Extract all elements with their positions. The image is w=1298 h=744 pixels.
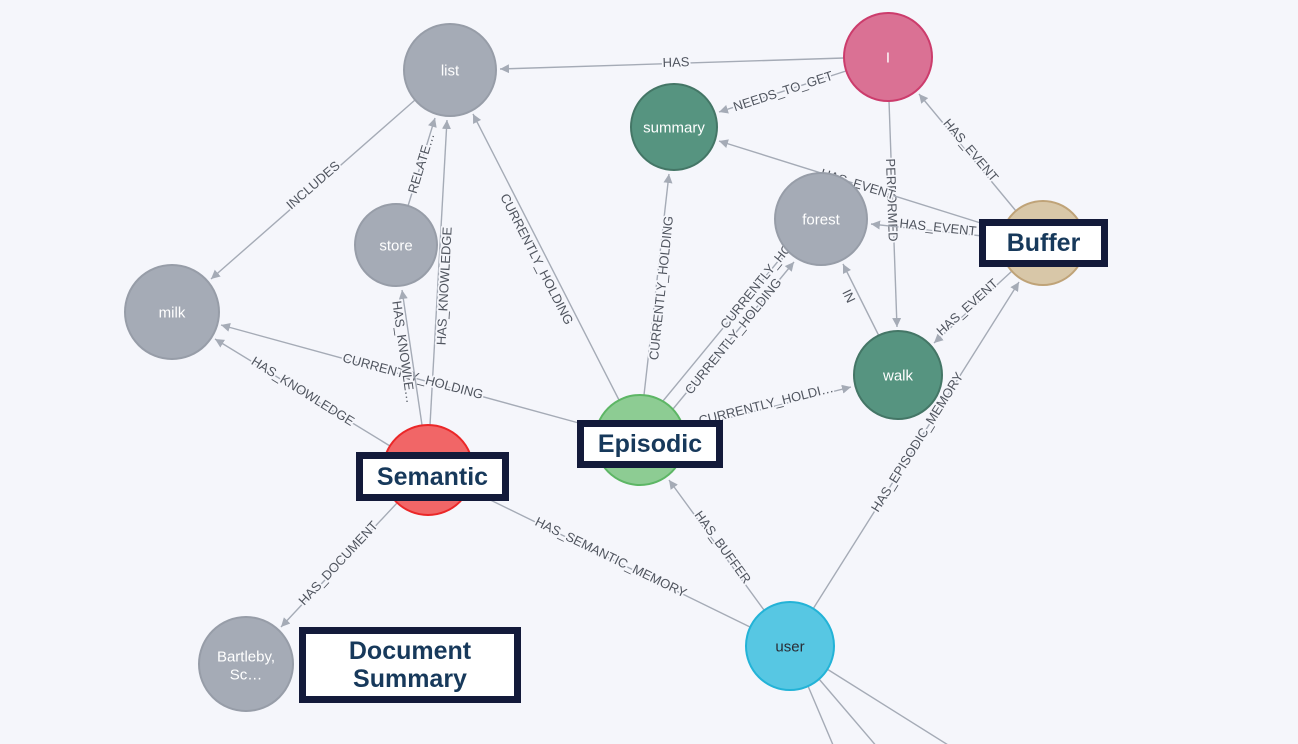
node-forest: forest [774, 172, 868, 266]
node-bartleby: Bartleby,Sc… [198, 616, 294, 712]
edge-line[interactable] [499, 57, 845, 74]
edge-line[interactable] [918, 93, 1017, 212]
node-circle-milk[interactable] [124, 264, 220, 360]
edge-line[interactable] [842, 263, 880, 337]
node-circle-list[interactable] [403, 23, 497, 117]
edge-walk-forest: IN [838, 263, 880, 337]
edge-label: CURRENTLY_HOLDING [646, 215, 676, 361]
node-summary: summary [630, 83, 718, 171]
node-user: user [745, 601, 835, 691]
edge-line[interactable] [280, 502, 398, 628]
edge-episodic-forest-2: CURRENTLY_HOLDING [672, 261, 795, 410]
annotation-document-summary-line1: Document [348, 637, 472, 665]
node-list: list [403, 23, 497, 117]
edge-label: CURRENTLY_HOLDING [682, 275, 785, 397]
node-walk: walk [853, 330, 943, 420]
node-circle-walk[interactable] [853, 330, 943, 420]
node-circle-I[interactable] [843, 12, 933, 102]
edge-label: HAS_SEMANTIC_MEMORY [533, 514, 690, 601]
node-circle-summary[interactable] [630, 83, 718, 171]
edge-episodic-summary: CURRENTLY_HOLDING [643, 173, 678, 396]
edge-label: HAS_KNOWLEDGE [249, 353, 358, 429]
edge-line[interactable] [210, 99, 416, 280]
edge-line[interactable] [398, 289, 423, 426]
edge-line[interactable] [214, 338, 391, 447]
edge-line[interactable] [718, 139, 1004, 231]
edge-label: HAS_EVENT [899, 216, 978, 239]
edge-label: HAS_BUFFER [692, 508, 755, 586]
edge-buffer-walk: HAS_EVENT [932, 270, 1013, 344]
edge-user-buffer: HAS_EPISODIC_MEMORY [812, 281, 1020, 610]
node-store: store [354, 203, 438, 287]
edge-I-summary: NEEDS_TO_GET [718, 66, 847, 116]
edge-line[interactable] [812, 281, 1020, 610]
node-circle-forest[interactable] [774, 172, 868, 266]
edge-line[interactable] [933, 270, 1013, 344]
annotation-episodic: Episodic [577, 420, 723, 468]
annotation-episodic-text: Episodic [597, 430, 703, 458]
edge-label: PERFORMED [883, 158, 901, 242]
edge-label: HAS_DOCUMENT [295, 518, 380, 608]
annotation-document-summary-line2: Summary [353, 665, 467, 693]
edge-line[interactable] [407, 117, 437, 207]
edge-semantic-bartleby: HAS_DOCUMENT [280, 502, 398, 628]
edge-label: HAS [662, 54, 690, 70]
node-circle-bartleby[interactable] [198, 616, 294, 712]
edge-label: INCLUDES [283, 158, 343, 213]
edge-line-offscreen-1[interactable] [807, 685, 836, 744]
edge-line[interactable] [643, 173, 673, 396]
node-circle-user[interactable] [745, 601, 835, 691]
edge-line[interactable] [429, 119, 451, 426]
edge-buffer-I: HAS_EVENT [918, 93, 1017, 212]
edge-line[interactable] [472, 113, 620, 401]
edge-episodic-list: CURRENTLY_HOLDING [472, 113, 620, 401]
annotation-buffer: Buffer [979, 219, 1108, 267]
edge-line-offscreen-3[interactable] [826, 668, 972, 744]
edge-line[interactable] [471, 490, 751, 628]
edge-episodic-forest-1: CURRENTLY_HO… [662, 229, 805, 402]
edge-label: HAS_EVENT [940, 116, 1001, 185]
edge-label: RELATE… [405, 131, 438, 195]
node-milk: milk [124, 264, 220, 360]
annotation-semantic-text: Semantic [376, 462, 489, 491]
edge-label: CURRENTLY_HOLDING [497, 191, 576, 327]
edge-line[interactable] [662, 253, 785, 402]
edge-store-list: RELATE… [403, 117, 439, 207]
annotation-semantic: Semantic [356, 452, 509, 501]
edge-line[interactable] [668, 479, 765, 611]
edge-line[interactable] [220, 323, 598, 429]
edge-label: HAS_EVENT [933, 276, 1001, 339]
edge-line[interactable] [888, 100, 902, 328]
node-I: I [843, 12, 933, 102]
edge-label: NEEDS_TO_GET [731, 68, 834, 114]
edge-line-offscreen-2[interactable] [818, 678, 890, 744]
edge-semantic-store: HAS_KNOWLE… [388, 289, 423, 426]
node-circle-store[interactable] [354, 203, 438, 287]
edge-line[interactable] [718, 70, 847, 114]
edge-line[interactable] [672, 261, 795, 410]
edge-label: HAS_KNOWLE… [389, 300, 418, 404]
annotation-buffer-text: Buffer [1006, 229, 1081, 257]
edge-user-semantic: HAS_SEMANTIC_MEMORY [471, 490, 751, 628]
edge-I-walk: PERFORMED [881, 100, 903, 328]
edge-I-list: HAS [499, 52, 845, 74]
